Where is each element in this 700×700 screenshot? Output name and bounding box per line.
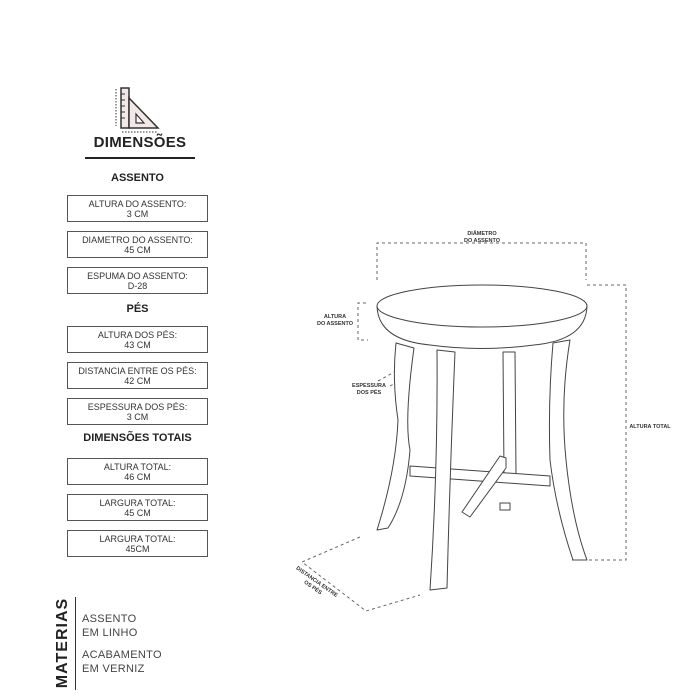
materials-divider bbox=[75, 597, 76, 690]
material-line: EM VERNIZ bbox=[82, 663, 145, 675]
svg-text:DOS PÉS: DOS PÉS bbox=[357, 388, 382, 396]
spec-box: DIAMETRO DO ASSENTO:45 CM bbox=[67, 231, 208, 258]
label-altura-total: ALTURA TOTAL bbox=[629, 424, 671, 430]
ruler-triangle-icon bbox=[115, 87, 160, 133]
section-heading-assento: ASSENTO bbox=[111, 172, 164, 184]
spec-box: ALTURA DOS PÉS:43 CM bbox=[67, 326, 208, 353]
material-line: ASSENTO bbox=[82, 613, 137, 625]
stool-drawing bbox=[376, 284, 588, 591]
spec-box: DISTANCIA ENTRE OS PÉS:42 CM bbox=[67, 362, 208, 389]
label-altura-assento: ALTURA bbox=[324, 314, 346, 320]
label-espessura: ESPESSURA bbox=[352, 383, 386, 389]
title-underline bbox=[85, 157, 195, 159]
page-title: DIMENSÕES bbox=[93, 134, 187, 151]
section-heading-totais: DIMENSÕES TOTAIS bbox=[83, 432, 192, 444]
spec-box: ALTURA TOTAL:46 CM bbox=[67, 458, 208, 485]
spec-box: LARGURA TOTAL:45CM bbox=[67, 530, 208, 557]
spec-box: ESPESSURA DOS PÉS:3 CM bbox=[67, 398, 208, 425]
spec-box: LARGURA TOTAL:45 CM bbox=[67, 494, 208, 521]
spec-box: ESPUMA DO ASSENTO:D-28 bbox=[67, 267, 208, 294]
svg-text:DO ASSENTO: DO ASSENTO bbox=[464, 238, 501, 244]
spec-box: ALTURA DO ASSENTO:3 CM bbox=[67, 195, 208, 222]
label-diametro: DIÂMETRO bbox=[467, 230, 497, 237]
material-line: EM LINHO bbox=[82, 627, 138, 639]
section-heading-pes: PÉS bbox=[126, 303, 149, 315]
svg-text:DO ASSENTO: DO ASSENTO bbox=[317, 321, 354, 327]
material-line: ACABAMENTO bbox=[82, 649, 162, 661]
